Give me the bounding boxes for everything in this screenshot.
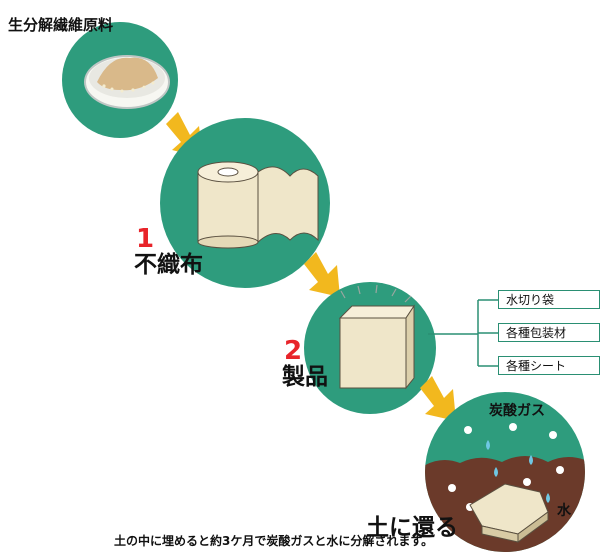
product-box-packaging: 各種包装材 xyxy=(498,323,600,342)
nonwoven-circle xyxy=(160,118,330,288)
product-box-sheets: 各種シート xyxy=(498,356,600,375)
step1-number: 1 xyxy=(136,224,155,254)
return-to-soil-label: 土に還る xyxy=(366,515,458,541)
arrow-fabric-to-product xyxy=(304,252,340,297)
product-box-drain-bag: 水切り袋 xyxy=(498,290,600,309)
raw-material-label: 生分解繊維原料 xyxy=(8,16,114,34)
step1-label: 不織布 xyxy=(134,252,203,278)
product-bracket xyxy=(428,299,498,367)
water-label: 水 xyxy=(557,503,571,519)
gas-label: 炭酸ガス xyxy=(489,403,545,419)
step2-number: 2 xyxy=(284,336,303,366)
raw-material-circle xyxy=(62,22,178,138)
soil-circle xyxy=(425,392,585,552)
product-circle xyxy=(304,282,436,414)
caption: 土の中に埋めると約3ケ月で炭酸ガスと水に分解されます。 xyxy=(114,534,434,548)
step2-label: 製品 xyxy=(282,364,328,390)
arrow-product-to-soil xyxy=(420,376,456,421)
